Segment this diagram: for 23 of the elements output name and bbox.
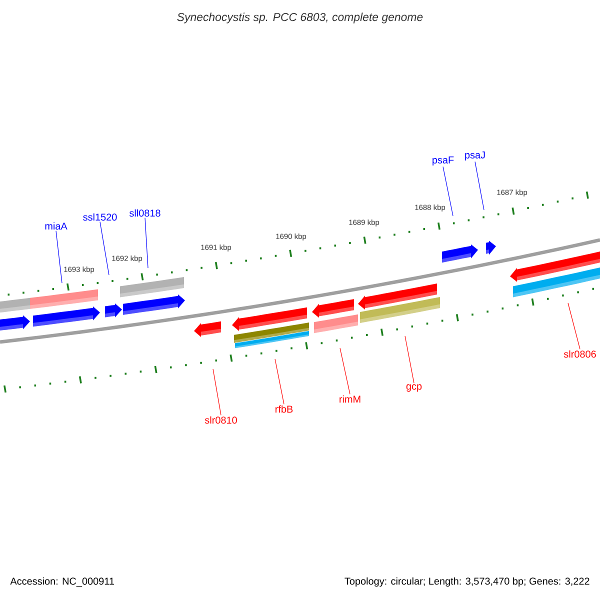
gene-label: miaA xyxy=(45,222,68,230)
gene-label: sll0818 xyxy=(130,209,160,217)
leader-line xyxy=(274,358,284,404)
leader-line xyxy=(568,302,580,350)
leader-line xyxy=(442,166,454,216)
leader-line xyxy=(100,222,110,276)
leader-line xyxy=(404,336,414,384)
gene-label: psaJ xyxy=(465,152,485,160)
leader-line xyxy=(212,368,222,416)
gene-label: slr0810 xyxy=(204,416,237,424)
leader-line xyxy=(474,161,484,210)
gene-label: rfbB xyxy=(276,405,293,413)
leader-line xyxy=(56,230,62,284)
gene-label: slr0806 xyxy=(564,350,596,358)
gene-label: rimM xyxy=(340,395,360,403)
leader-line xyxy=(340,348,350,394)
leader-line xyxy=(144,218,148,268)
title: Synechocystis sp. PCC 6803, complete genome xyxy=(177,12,423,24)
gene-label: psaF xyxy=(432,156,454,166)
gene-label: ssl1520 xyxy=(83,213,117,221)
genome-summary-text: Topology: circular; Length: 3,573,470 bp; Genes: 3,222 xyxy=(344,577,590,587)
accession-text: Accession: NC_000911 xyxy=(10,577,114,587)
gene-label: gcp xyxy=(406,384,422,392)
